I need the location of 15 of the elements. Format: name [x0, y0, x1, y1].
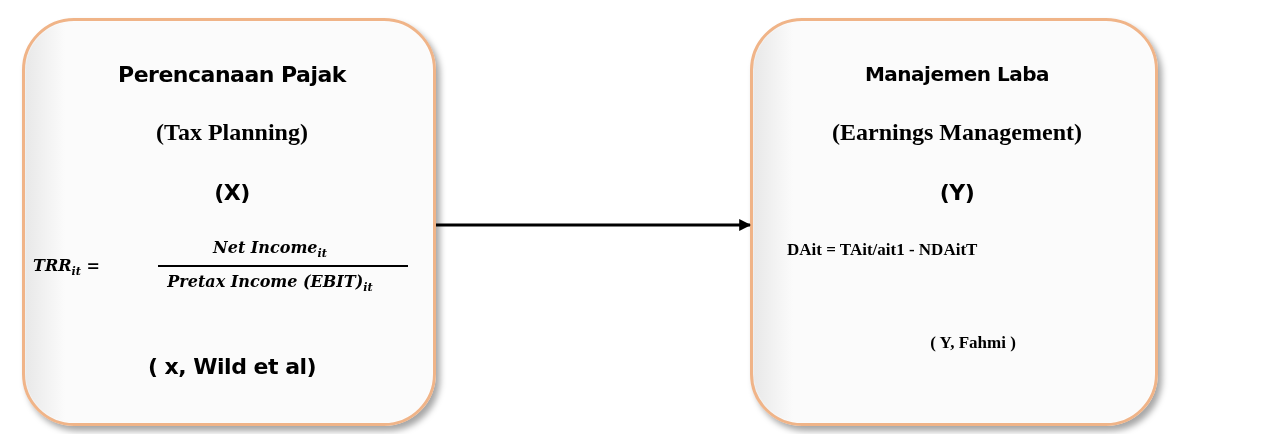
heading: Perencanaan Pajak	[118, 63, 346, 88]
label-text: (Earnings Management)	[832, 119, 1082, 146]
formula-text: Pretax Income (EBIT)$_{it}$	[167, 273, 373, 294]
rounded-box	[22, 18, 436, 426]
formula-text: DAit = TAit/ait1 - NDAitT	[787, 241, 978, 260]
label-text: (X)	[214, 181, 250, 206]
label-text: ( x, Wild et al)	[147, 355, 317, 380]
label-text: ( Y, Fahmi )	[930, 334, 1016, 353]
arrow	[436, 219, 752, 231]
heading: Manajemen Laba	[864, 63, 1050, 85]
label-text: (Tax Planning)	[156, 119, 308, 146]
rounded-box	[750, 18, 1158, 426]
label-text: (Y)	[939, 181, 975, 206]
formula-text: TRR$_{it}$ =	[33, 257, 100, 278]
formula-text: Net Income$_{it}$	[213, 239, 327, 260]
